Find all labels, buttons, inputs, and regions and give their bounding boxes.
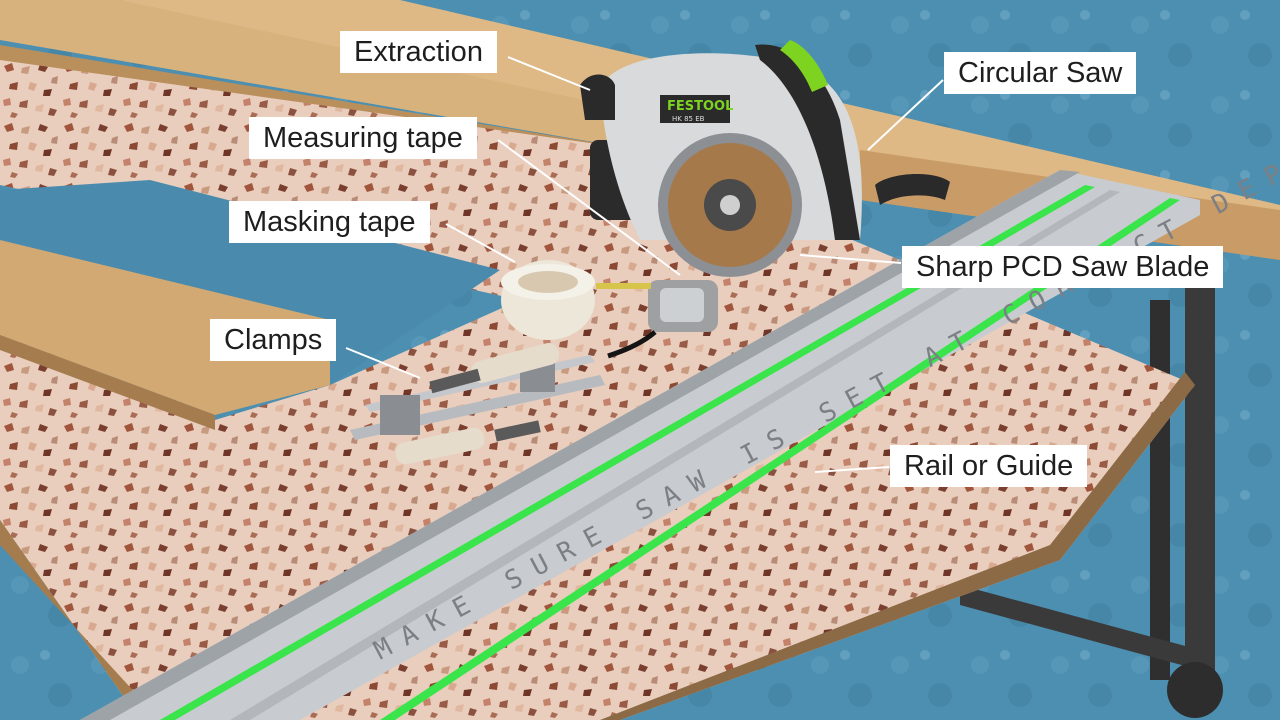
circular-saw-label: Circular Saw xyxy=(944,52,1137,94)
measuring-tape-photo xyxy=(596,280,718,359)
saw-model: HK 85 EB xyxy=(672,115,705,123)
rail-or-guide-label: Rail or Guide xyxy=(890,445,1088,487)
masking-tape-label: Masking tape xyxy=(229,201,430,243)
saw-brand: FESTOOL xyxy=(667,99,733,114)
extraction-label: Extraction xyxy=(340,31,497,73)
sharp-pcd-saw-blade-label: Sharp PCD Saw Blade xyxy=(902,246,1224,288)
leader-lines xyxy=(345,56,944,473)
circular-saw-photo: FESTOOL HK 85 EB xyxy=(580,40,950,277)
masking-tape-photo xyxy=(501,260,595,340)
clamps-photo xyxy=(350,342,605,465)
measuring-tape-label: Measuring tape xyxy=(249,117,477,159)
clamps-label: Clamps xyxy=(210,319,337,361)
